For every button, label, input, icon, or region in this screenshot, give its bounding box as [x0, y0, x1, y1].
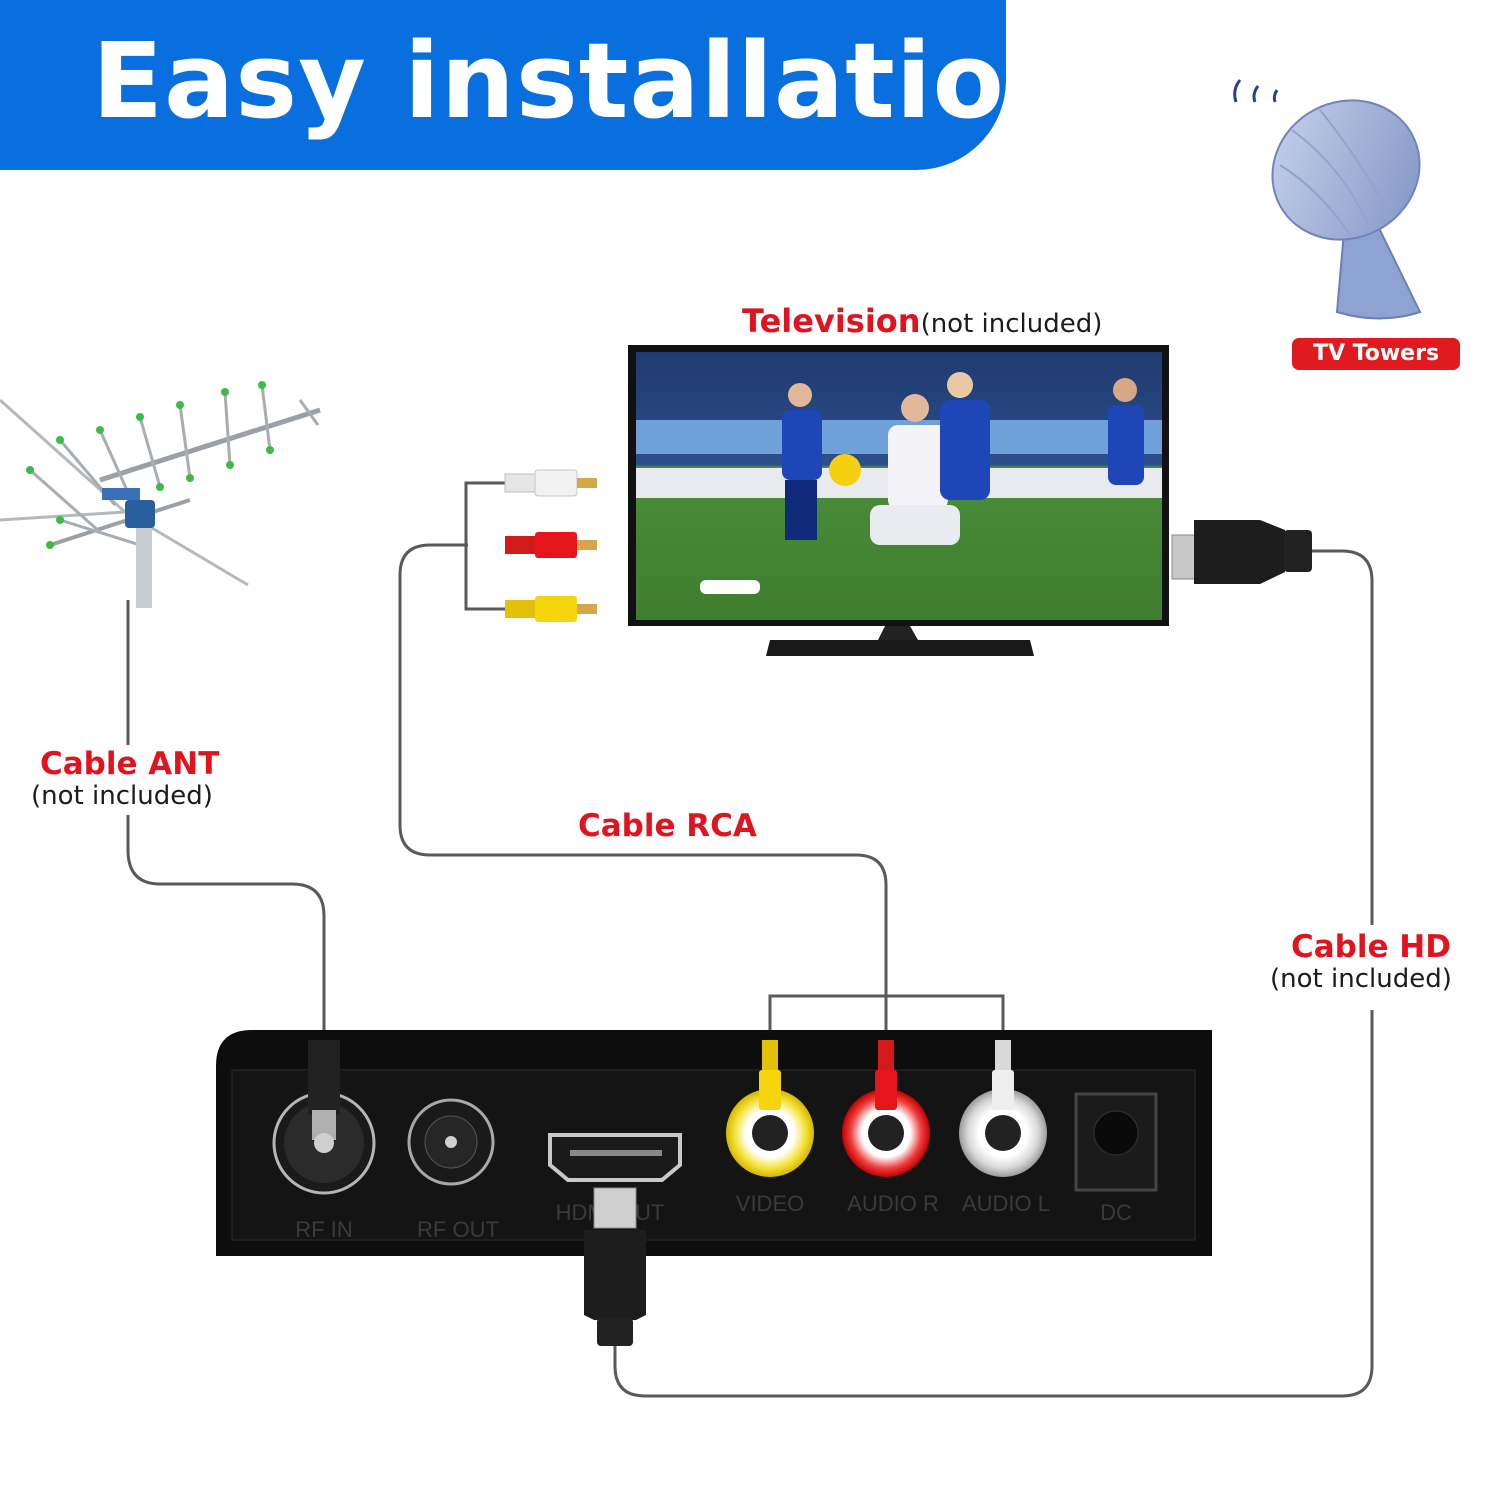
title-banner	[0, 0, 1006, 170]
tv-towers-badge: TV Towers	[1292, 338, 1460, 370]
cable-rca-line	[398, 481, 1005, 1040]
video-port	[726, 1089, 814, 1177]
dc-port	[1074, 1092, 1158, 1192]
port-label-audio-l: AUDIO L	[962, 1191, 1050, 1216]
television-note: (not included)	[920, 309, 1103, 339]
cable-rca-label: Cable RCA	[578, 808, 757, 844]
port-label-rf-out: RF OUT	[417, 1217, 499, 1242]
cable-hd-line	[613, 549, 1374, 1398]
cable-hd-label: Cable HD	[1291, 929, 1451, 965]
rca-plugs-tv-side	[504, 469, 597, 622]
hdmi-plug-tv-side	[1171, 520, 1312, 584]
rf-out-port	[407, 1098, 495, 1186]
hdmi-plug-overlay	[593, 1187, 637, 1229]
tv-tower-dish-illustration	[1233, 79, 1422, 320]
television-label: Television(not included)	[742, 302, 1102, 340]
port-label-rf-in: RF IN	[295, 1217, 352, 1242]
cable-ant-line	[126, 600, 326, 1040]
television-illustration	[628, 345, 1169, 656]
television-title: Television	[742, 302, 921, 340]
hdmi-out-port	[548, 1133, 682, 1182]
page-title: Easy installation	[92, 20, 1080, 142]
audio-l-port	[959, 1089, 1047, 1177]
port-label-video: VIDEO	[736, 1191, 804, 1216]
port-label-dc: DC	[1100, 1200, 1132, 1225]
rca-plugs-box-side	[759, 1040, 1014, 1110]
outdoor-antenna-illustration	[0, 381, 321, 608]
cable-ant-label: Cable ANT	[40, 746, 220, 782]
cable-hd-note: (not included)	[1270, 964, 1452, 994]
cable-ant-note: (not included)	[31, 781, 213, 811]
audio-r-port	[842, 1089, 930, 1177]
port-label-audio-r: AUDIO R	[847, 1191, 939, 1216]
rf-in-port	[272, 1040, 376, 1195]
